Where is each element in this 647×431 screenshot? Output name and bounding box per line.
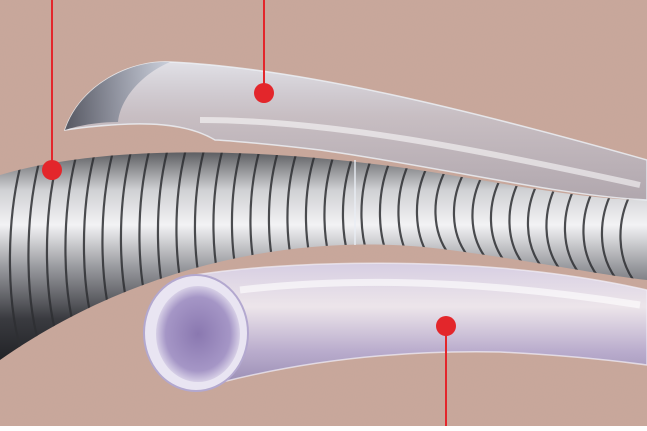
inner-liner-opening [156, 286, 240, 382]
callout-dot [436, 316, 456, 336]
callout-dot [42, 160, 62, 180]
callout-dot [254, 83, 274, 103]
bottom-border [0, 426, 647, 431]
